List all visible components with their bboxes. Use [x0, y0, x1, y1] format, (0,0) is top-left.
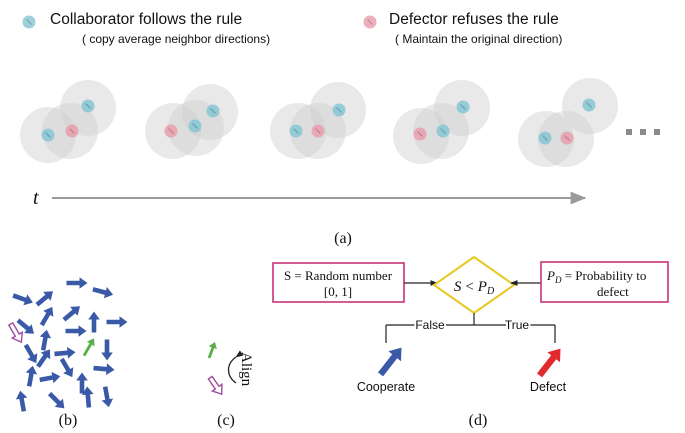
defector-agent — [164, 124, 178, 138]
panel-c-label: (c) — [217, 412, 235, 429]
panel-b-label: (b) — [59, 412, 78, 429]
probability-box — [540, 261, 669, 303]
time-step — [145, 84, 238, 159]
collaborator-agent — [456, 100, 470, 114]
time-axis-label: t — [33, 187, 39, 209]
swarm-arrow — [62, 306, 80, 322]
swarm-defector-arrow — [7, 321, 24, 344]
cooperate-label: Cooperate — [357, 380, 415, 394]
swarm-arrow — [36, 349, 51, 368]
defector-title: Defector refuses the rule — [389, 11, 559, 28]
collaborator-agent — [582, 98, 596, 112]
collaborator-legend-icon — [22, 15, 36, 29]
time-step — [518, 78, 618, 167]
swarm-arrow — [39, 306, 54, 327]
defector-agent — [413, 127, 427, 141]
defector-legend-icon — [363, 15, 377, 29]
swarm-arrow — [47, 391, 65, 409]
align-illustration: Align — [207, 342, 254, 396]
defect-arrow — [537, 348, 561, 378]
collaborator-agent — [188, 119, 202, 133]
time-sequence — [20, 78, 618, 167]
collaborator-agent — [41, 128, 55, 142]
swarm-arrow — [92, 287, 114, 299]
align-curve-arrow — [227, 350, 244, 384]
swarm-arrow — [59, 357, 74, 378]
true-label: True — [505, 318, 530, 332]
collaborator-agent — [538, 131, 552, 145]
defector-subtitle: ( Maintain the original direction) — [395, 32, 562, 46]
collaborator-agent — [332, 103, 346, 117]
swarm-arrow — [88, 311, 100, 333]
condition-text: S<PD — [454, 279, 495, 297]
random-box-line2: [0, 1] — [324, 284, 352, 299]
swarm-collaborator-arrow — [82, 338, 95, 357]
time-step — [270, 82, 366, 159]
panel-a-label: (a) — [334, 230, 352, 247]
swarm-arrow — [23, 343, 38, 364]
swarm-arrow — [106, 316, 128, 328]
swarm-arrow — [76, 372, 88, 394]
swarm-arrow — [101, 339, 113, 361]
defector-arrow — [207, 375, 223, 396]
swarm-arrow — [16, 318, 34, 334]
align-text: Align — [238, 352, 254, 387]
random-number-box — [272, 262, 405, 303]
probability-line2: defect — [597, 284, 629, 299]
panel-d-label: (d) — [469, 412, 488, 429]
defect-label: Defect — [530, 380, 567, 394]
swarm-arrow — [54, 347, 76, 359]
collaborator-subtitle: ( copy average neighbor directions) — [82, 32, 270, 46]
swarm-arrow — [25, 365, 38, 387]
time-step — [20, 80, 116, 163]
collaborator-arrow — [207, 342, 217, 359]
collaborator-title: Collaborator follows the rule — [50, 11, 242, 28]
cooperate-arrow — [378, 347, 402, 377]
swarm-arrow — [65, 325, 87, 337]
collaborator-agent — [436, 124, 450, 138]
condition-diamond — [432, 255, 516, 315]
decision-flowchart: S = Random number [0, 1] S<PD PD = Proba… — [272, 255, 669, 394]
time-step — [393, 80, 490, 164]
swarm-arrow — [66, 277, 88, 289]
swarm-arrow — [101, 386, 114, 408]
swarm-arrow — [82, 386, 94, 408]
defector-agent — [65, 124, 79, 138]
swarm — [7, 277, 128, 412]
collaborator-agent — [81, 99, 95, 113]
collaborator-agent — [206, 104, 220, 118]
swarm-arrow — [39, 329, 52, 351]
swarm-arrow — [93, 363, 115, 375]
defector-agent — [560, 131, 574, 145]
swarm-arrow — [39, 371, 61, 384]
swarm-arrow — [35, 291, 53, 307]
swarm-arrow — [15, 390, 28, 412]
swarm-arrow — [12, 293, 33, 306]
defector-agent — [311, 124, 325, 138]
probability-line1: PD = Probability to — [546, 268, 646, 285]
random-box-line1: S = Random number — [284, 268, 393, 283]
ellipsis — [626, 129, 660, 135]
legend: Collaborator follows the rule ( copy ave… — [22, 11, 562, 46]
false-label: False — [415, 318, 445, 332]
collaborator-agent — [289, 124, 303, 138]
